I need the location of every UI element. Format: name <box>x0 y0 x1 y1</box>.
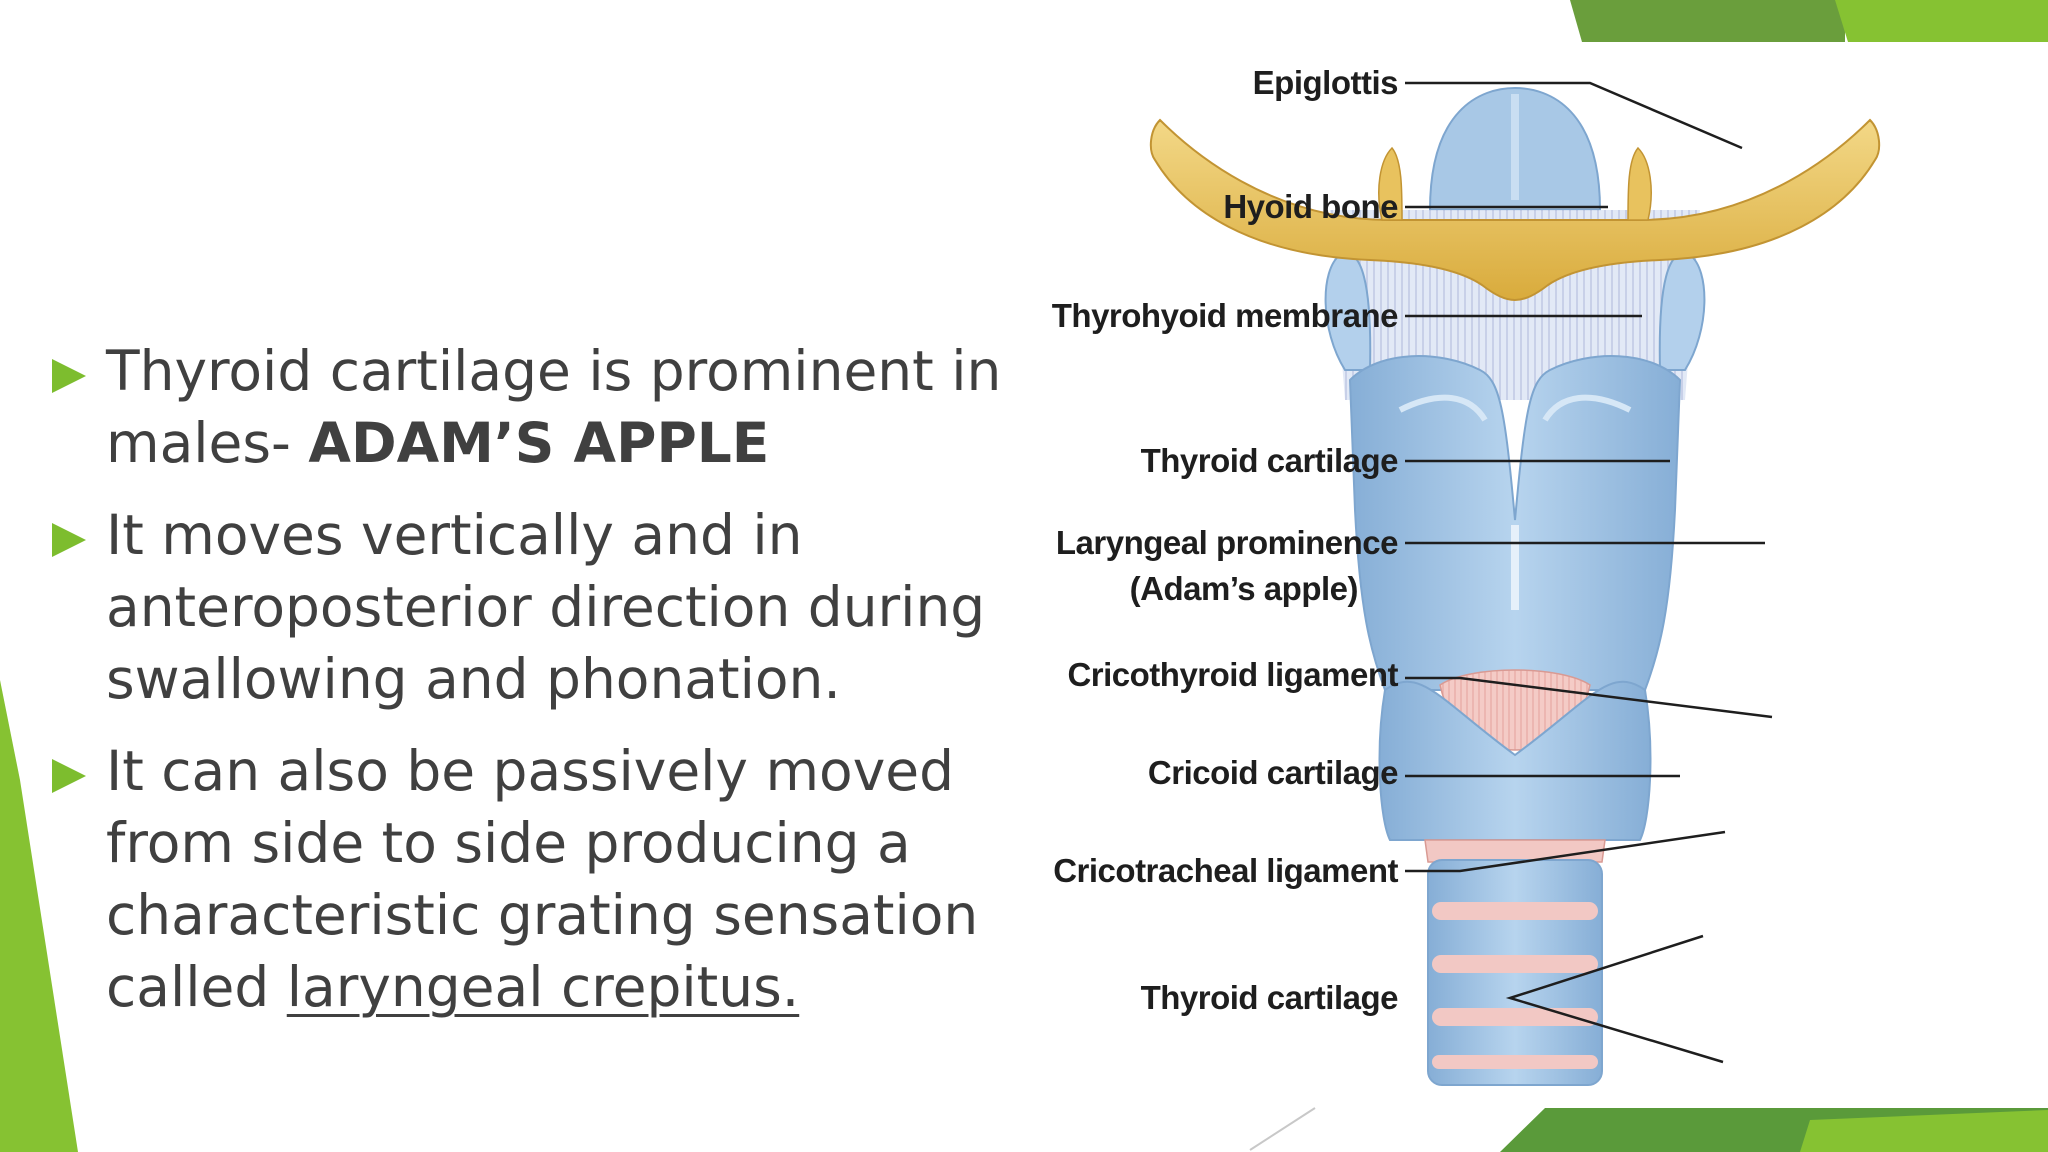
label-adams-apple: (Adam’s apple) <box>1129 570 1359 607</box>
bullet-bold-term: ADAM’S APPLE <box>308 411 770 475</box>
bullet-list: Thyroid cartilage is prominent in males-… <box>52 335 1092 1043</box>
label-hyoid-bone: Hyoid bone <box>1223 188 1398 225</box>
cricotracheal-ligament-shape <box>1424 839 1606 863</box>
label-thyrohyoid-membrane: Thyrohyoid membrane <box>1051 297 1399 334</box>
label-cricothyroid-ligament: Cricothyroid ligament <box>1067 656 1398 693</box>
label-cricotracheal-ligament: Cricotracheal ligament <box>1053 852 1398 889</box>
label-laryngeal-prominence: Laryngeal prominence <box>1055 524 1399 561</box>
bullet-item-crepitus: It can also be passively moved from side… <box>52 735 1092 1023</box>
bottom-right-accent-light <box>1800 1110 2048 1152</box>
label-thyroid-cartilage: Thyroid cartilage <box>1140 442 1399 479</box>
tracheal-ring <box>1432 955 1598 973</box>
bullet-item-adams-apple: Thyroid cartilage is prominent in males-… <box>52 335 1092 479</box>
bullet-arrow-icon <box>52 759 86 793</box>
top-right-accent-dark <box>1570 0 1845 42</box>
bullet-underlined-term: laryngeal crepitus. <box>286 955 800 1019</box>
top-right-accent-light <box>1835 0 2048 42</box>
label-epiglottis: Epiglottis <box>1252 64 1399 101</box>
thyroid-cartilage-shape <box>1348 355 1682 691</box>
label-tracheal-cartilage: Thyroid cartilage <box>1140 979 1399 1016</box>
bullet-text: Thyroid cartilage is prominent in males- <box>106 339 1002 475</box>
bullet-arrow-icon <box>52 359 86 393</box>
bullet-text: It can also be passively moved from side… <box>106 739 979 1019</box>
left-edge-accent <box>0 680 78 1152</box>
larynx-diagram: Epiglottis Hyoid bone Thyrohyoid membran… <box>1052 50 2048 1110</box>
larynx-illustration <box>1149 81 1881 1086</box>
cricoid-cartilage-shape <box>1378 680 1652 841</box>
bullet-item-movement: It moves vertically and in anteroposteri… <box>52 499 1092 715</box>
bullet-text: It moves vertically and in anteroposteri… <box>106 503 986 711</box>
bottom-divider-line <box>1249 1107 1316 1151</box>
bullet-arrow-icon <box>52 523 86 557</box>
tracheal-ring <box>1432 1055 1598 1069</box>
tracheal-ring <box>1432 902 1598 920</box>
label-cricoid-cartilage: Cricoid cartilage <box>1147 754 1399 791</box>
hyoid-bone-shape <box>1149 118 1881 302</box>
leader-lines <box>1405 81 1773 1064</box>
